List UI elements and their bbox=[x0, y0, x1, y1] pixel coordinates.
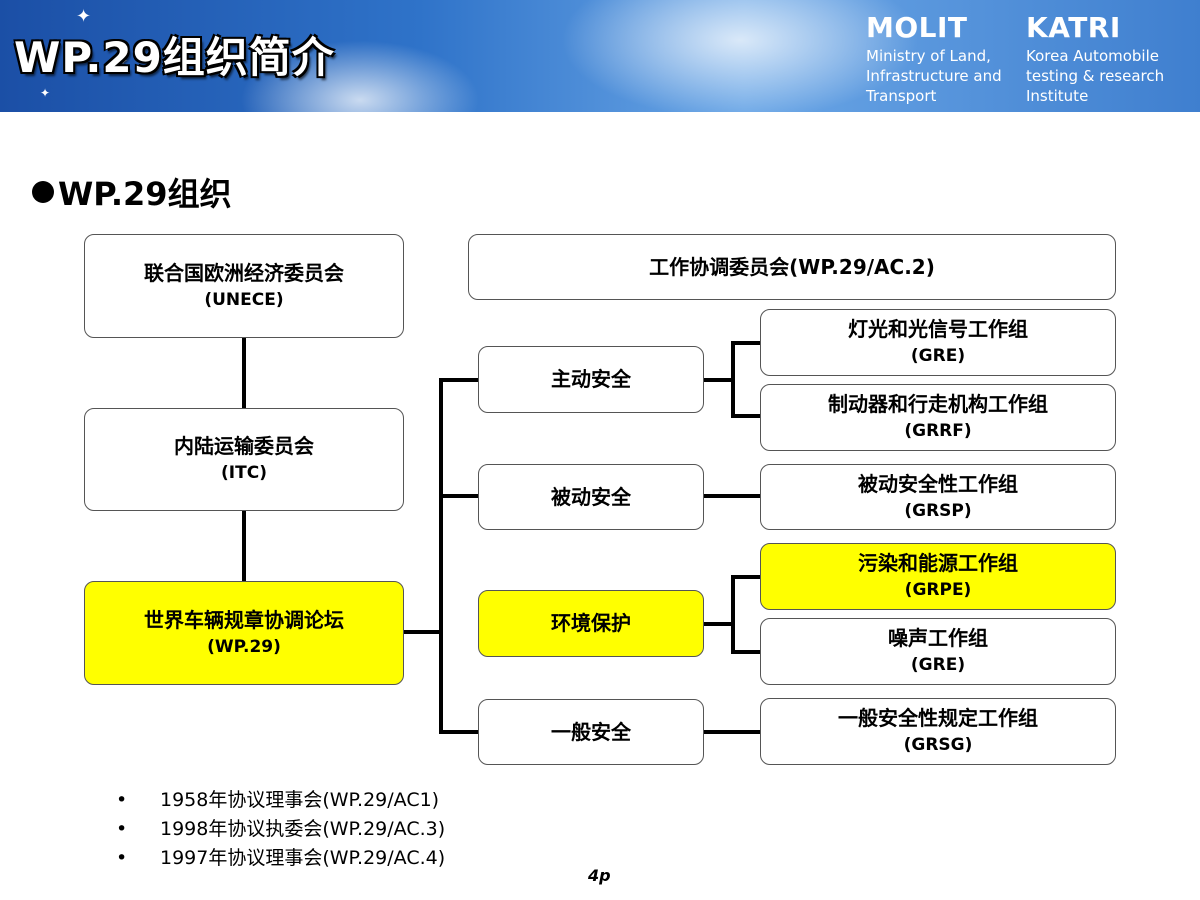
node-category-label: 被动安全 bbox=[551, 484, 631, 509]
connector-trunk-vertical bbox=[439, 378, 443, 733]
node-category-passive-safety: 被动安全 bbox=[478, 464, 704, 530]
node-wp29-label: 世界车辆规章协调论坛 bbox=[144, 607, 344, 632]
node-group-grsp: 被动安全性工作组 (GRSP) bbox=[760, 464, 1116, 530]
node-category-general-safety: 一般安全 bbox=[478, 699, 704, 765]
node-wp29-code: (WP.29) bbox=[207, 636, 281, 657]
connector-to-grrf bbox=[731, 414, 760, 418]
connector-itc-wp29 bbox=[242, 510, 246, 582]
connector-env-vertical bbox=[731, 575, 735, 653]
node-group-grsg: 一般安全性规定工作组 (GRSG) bbox=[760, 698, 1116, 765]
org-katri-desc-line: testing & research bbox=[1026, 67, 1165, 85]
page-number: 4p bbox=[588, 866, 611, 885]
node-unece-code: (UNECE) bbox=[204, 289, 284, 310]
node-group-label: 灯光和光信号工作组 bbox=[848, 317, 1028, 341]
node-unece-label: 联合国欧洲经济委员会 bbox=[144, 260, 344, 285]
note-item: 1958年协议理事会(WP.29/AC1) bbox=[116, 786, 445, 815]
connector-to-active-safety bbox=[439, 378, 479, 382]
node-category-environment: 环境保护 bbox=[478, 590, 704, 657]
connector-to-general-safety bbox=[439, 730, 479, 734]
connector-to-gre-lighting bbox=[731, 341, 760, 345]
org-molit-name: MOLIT bbox=[866, 11, 968, 44]
connector-to-passive-safety bbox=[439, 494, 479, 498]
node-group-code: (GRRF) bbox=[904, 421, 972, 441]
org-molit-desc-line: Infrastructure and bbox=[866, 67, 1002, 85]
page-title: WP.29组织简介 bbox=[14, 33, 335, 82]
node-group-label: 污染和能源工作组 bbox=[858, 551, 1018, 575]
section-subtitle: WP.29组织 bbox=[32, 172, 232, 216]
org-katri-desc-line: Institute bbox=[1026, 87, 1089, 105]
org-molit-desc-line: Ministry of Land, bbox=[866, 47, 991, 65]
node-group-gre-lighting: 灯光和光信号工作组 (GRE) bbox=[760, 309, 1116, 376]
node-wp29: 世界车辆规章协调论坛 (WP.29) bbox=[84, 581, 404, 685]
connector-active-vertical bbox=[731, 341, 735, 417]
node-group-code: (GRE) bbox=[910, 346, 966, 366]
node-group-grpe: 污染和能源工作组 (GRPE) bbox=[760, 543, 1116, 610]
org-katri: KATRI Korea Automobile testing & researc… bbox=[1026, 12, 1164, 106]
org-katri-name: KATRI bbox=[1026, 11, 1121, 44]
connector-unece-itc bbox=[242, 337, 246, 409]
node-itc: 内陆运输委员会 (ITC) bbox=[84, 408, 404, 511]
header-banner: ✦ ✦ ✦ WP.29组织简介 MOLIT Ministry of Land, … bbox=[0, 0, 1200, 112]
node-category-active-safety: 主动安全 bbox=[478, 346, 704, 413]
connector-env-branch bbox=[703, 622, 733, 626]
node-unece: 联合国欧洲经济委员会 (UNECE) bbox=[84, 234, 404, 338]
node-group-code: (GRSG) bbox=[903, 735, 973, 755]
node-group-label: 被动安全性工作组 bbox=[858, 471, 1018, 496]
node-group-label: 一般安全性规定工作组 bbox=[838, 706, 1038, 730]
node-group-code: (GRSP) bbox=[904, 500, 972, 521]
node-group-label: 制动器和行走机构工作组 bbox=[828, 392, 1048, 416]
section-subtitle-text: WP.29组织 bbox=[58, 175, 232, 213]
node-ac2-label: 工作协调委员会(WP.29/AC.2) bbox=[649, 254, 935, 279]
org-molit: MOLIT Ministry of Land, Infrastructure a… bbox=[866, 12, 1002, 106]
node-group-code: (GRE) bbox=[910, 655, 966, 675]
note-item: 1998年协议执委会(WP.29/AC.3) bbox=[116, 815, 445, 844]
connector-to-gre-noise bbox=[731, 650, 760, 654]
node-itc-label: 内陆运输委员会 bbox=[174, 434, 314, 458]
connector-to-grsp bbox=[703, 494, 760, 498]
node-group-code: (GRPE) bbox=[904, 580, 972, 600]
notes-list: 1958年协议理事会(WP.29/AC1) 1998年协议执委会(WP.29/A… bbox=[116, 786, 445, 873]
note-item: 1997年协议理事会(WP.29/AC.4) bbox=[116, 844, 445, 873]
connector-wp29-trunk bbox=[403, 630, 441, 634]
node-category-label: 主动安全 bbox=[551, 367, 631, 391]
org-molit-desc-line: Transport bbox=[866, 87, 937, 105]
sparkle-icon: ✦ bbox=[40, 86, 51, 100]
org-katri-desc: Korea Automobile testing & research Inst… bbox=[1026, 46, 1164, 106]
node-group-label: 噪声工作组 bbox=[888, 626, 988, 650]
node-category-label: 一般安全 bbox=[551, 719, 631, 744]
node-category-label: 环境保护 bbox=[551, 611, 631, 635]
node-group-gre-noise: 噪声工作组 (GRE) bbox=[760, 618, 1116, 685]
connector-to-grsg bbox=[703, 730, 760, 734]
node-itc-code: (ITC) bbox=[221, 463, 267, 483]
sparkle-icon: ✦ bbox=[76, 6, 92, 27]
org-katri-desc-line: Korea Automobile bbox=[1026, 47, 1159, 65]
connector-active-branch bbox=[703, 378, 733, 382]
connector-to-grpe bbox=[731, 575, 760, 579]
org-molit-desc: Ministry of Land, Infrastructure and Tra… bbox=[866, 46, 1002, 106]
sparkle-icon: ✦ bbox=[118, 54, 129, 68]
bullet-dot-icon bbox=[32, 181, 54, 203]
sky-glow bbox=[560, 0, 920, 112]
node-group-grrf: 制动器和行走机构工作组 (GRRF) bbox=[760, 384, 1116, 451]
node-ac2: 工作协调委员会(WP.29/AC.2) bbox=[468, 234, 1116, 300]
